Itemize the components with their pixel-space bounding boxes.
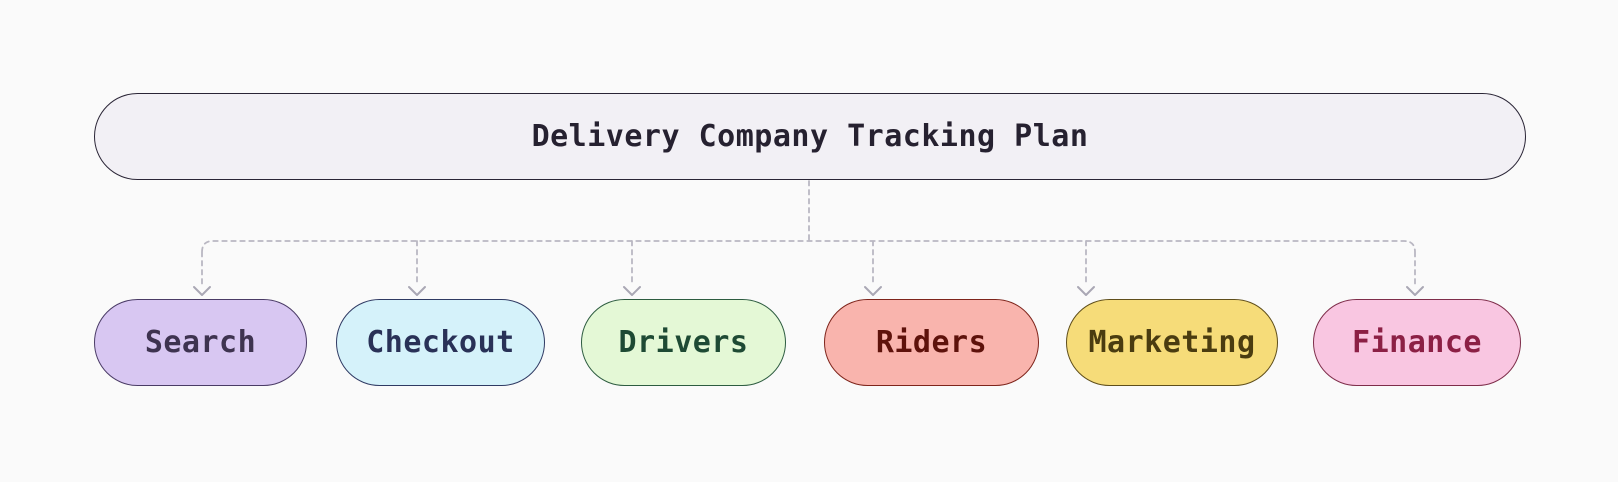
node-search[interactable]: Search — [94, 299, 307, 386]
node-riders[interactable]: Riders — [824, 299, 1039, 386]
arrowheads — [193, 286, 1424, 296]
node-drivers[interactable]: Drivers — [581, 299, 786, 386]
node-label: Marketing — [1088, 325, 1256, 360]
arrow-down-icon — [1406, 286, 1424, 296]
arrow-down-icon — [864, 286, 882, 296]
node-checkout[interactable]: Checkout — [336, 299, 545, 386]
node-label: Drivers — [618, 325, 749, 360]
node-finance[interactable]: Finance — [1313, 299, 1521, 386]
root-node-tracking-plan[interactable]: Delivery Company Tracking Plan — [94, 93, 1526, 180]
connector-dashed-path — [201, 180, 1416, 287]
node-label: Search — [144, 325, 257, 360]
node-label: Finance — [1352, 325, 1482, 360]
node-label: Checkout — [366, 325, 515, 360]
arrow-down-icon — [408, 286, 426, 296]
arrow-down-icon — [193, 286, 211, 296]
root-node-label: Delivery Company Tracking Plan — [531, 119, 1089, 154]
node-marketing[interactable]: Marketing — [1066, 299, 1278, 386]
arrow-down-icon — [623, 286, 641, 296]
node-label: Riders — [875, 325, 988, 360]
arrow-down-icon — [1077, 286, 1095, 296]
